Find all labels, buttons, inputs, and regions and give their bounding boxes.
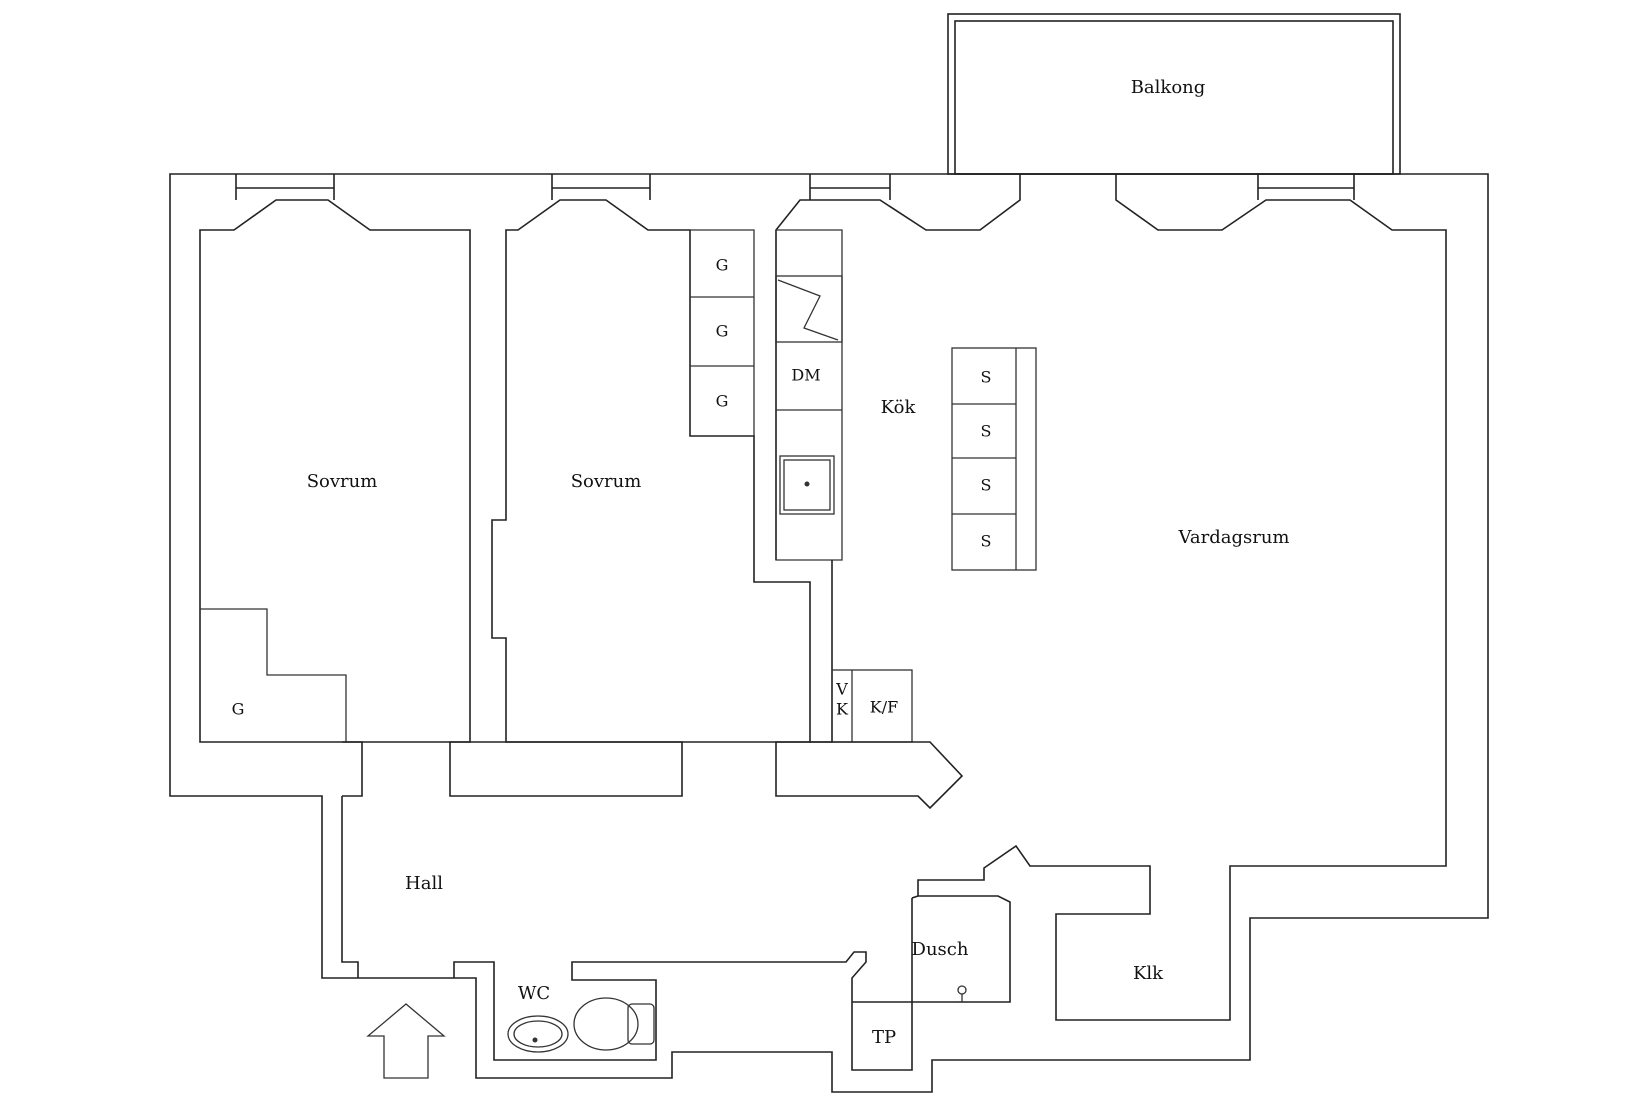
label-wc: WC (518, 983, 550, 1004)
label-s-1: S (981, 368, 992, 387)
label-balkong: Balkong (1131, 77, 1206, 98)
wc-walls (453, 951, 867, 1061)
label-s-2: S (981, 422, 992, 441)
livingroom-window (1257, 174, 1355, 200)
bedroom-left-window (235, 174, 335, 200)
dusch-inner-wall (911, 895, 919, 1002)
label-dusch: Dusch (912, 939, 969, 960)
label-tp: TP (872, 1027, 896, 1048)
label-klk: Klk (1133, 963, 1164, 984)
stove-hood-icon (775, 275, 843, 343)
wardrobe-middle (690, 229, 755, 436)
label-sovrum-left: Sovrum (307, 471, 378, 492)
bedroom-middle-walls (491, 199, 811, 743)
kitchen-walls (775, 174, 1447, 868)
hall-wall-partition-1 (342, 741, 363, 797)
washbasin-icon (507, 1015, 569, 1053)
label-vk-k: K (836, 700, 849, 719)
hall-wall-partition-3 (775, 741, 964, 810)
hall-wall-left (341, 796, 359, 978)
label-kok: Kök (881, 397, 917, 418)
label-kf: K/F (870, 698, 898, 717)
kitchen-counter (775, 229, 843, 561)
wardrobe-left (200, 608, 347, 742)
sink-icon (779, 455, 835, 515)
hall-wall-partition-2 (449, 741, 683, 797)
label-dm: DM (791, 366, 820, 385)
kitchen-lower-wall (810, 560, 833, 743)
label-wardrobe-g-4: G (232, 700, 245, 719)
label-wardrobe-g-1: G (716, 256, 729, 275)
kitchen-window (809, 174, 891, 200)
label-vk-v: V (835, 680, 848, 699)
label-s-4: S (981, 532, 992, 551)
dusch-walls (851, 844, 1231, 1071)
shower-head-icon (957, 985, 967, 1003)
label-vardagsrum: Vardagsrum (1178, 527, 1290, 548)
entrance-arrow-icon (366, 1003, 446, 1079)
label-s-3: S (981, 476, 992, 495)
label-wardrobe-g-2: G (716, 322, 729, 341)
outer-wall (169, 173, 1489, 1093)
bedroom-left-walls (199, 199, 471, 743)
label-wardrobe-g-3: G (716, 392, 729, 411)
bedroom-middle-window (551, 174, 651, 200)
kitchen-island (951, 347, 1037, 571)
label-sovrum-middle: Sovrum (571, 471, 642, 492)
label-hall: Hall (405, 873, 443, 894)
toilet-icon (573, 997, 655, 1051)
